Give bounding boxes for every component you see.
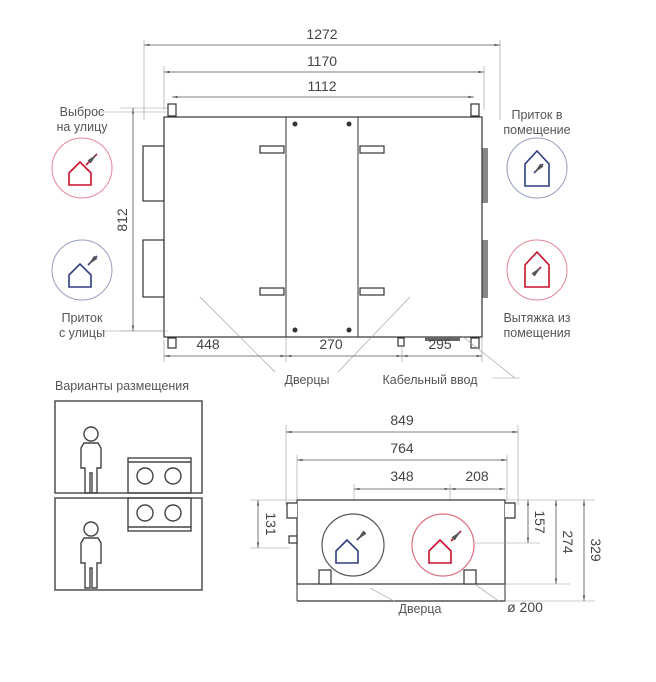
supply-outside-icon <box>51 239 113 301</box>
supply-outside-label-1: Приток <box>62 311 103 325</box>
dim-270: 270 <box>319 336 343 352</box>
exhaust-outside-label-1: Выброс <box>60 105 105 119</box>
dim-1272: 1272 <box>306 26 337 42</box>
dim-849: 849 <box>390 412 414 428</box>
top-view-unit: 448 270 295 Дверцы Кабельный ввод <box>96 103 520 387</box>
dim-1170: 1170 <box>307 53 337 69</box>
cable-entry-label: Кабельный ввод <box>382 373 478 387</box>
dim-329: 329 <box>588 538 604 562</box>
dim-157: 157 <box>532 510 548 534</box>
dim-274: 274 <box>560 530 576 554</box>
dim-208: 208 <box>465 468 489 484</box>
exhaust-outside-label-2: на улицу <box>57 120 109 134</box>
placement-title: Варианты размещения <box>55 379 189 393</box>
person-icon <box>80 521 102 589</box>
diameter-label: ø 200 <box>507 599 543 615</box>
supply-room-label-1: Приток в <box>511 108 562 122</box>
dim-131: 131 <box>263 512 279 536</box>
dim-348: 348 <box>390 468 414 484</box>
dim-295: 295 <box>428 336 452 352</box>
supply-outside-label-2: с улицы <box>59 326 105 340</box>
dim-812: 812 <box>114 208 130 232</box>
dim-1112: 1112 <box>307 78 336 94</box>
door-label: Дверца <box>399 602 442 616</box>
exhaust-outside-icon <box>51 137 113 199</box>
doors-label: Дверцы <box>284 373 329 387</box>
supply-room-label-2: помещение <box>503 123 570 137</box>
front-view-unit: 849 764 348 208 131 157 274 329 Дверца ø… <box>250 412 604 616</box>
dim-764: 764 <box>390 440 414 456</box>
extract-room-label-2: помещения <box>503 326 570 340</box>
extract-room-icon <box>506 239 568 301</box>
placement-options <box>54 400 203 591</box>
extract-room-label-1: Вытяжка из <box>503 311 570 325</box>
supply-room-icon <box>506 137 568 199</box>
person-icon <box>80 426 102 494</box>
dim-448: 448 <box>196 336 220 352</box>
